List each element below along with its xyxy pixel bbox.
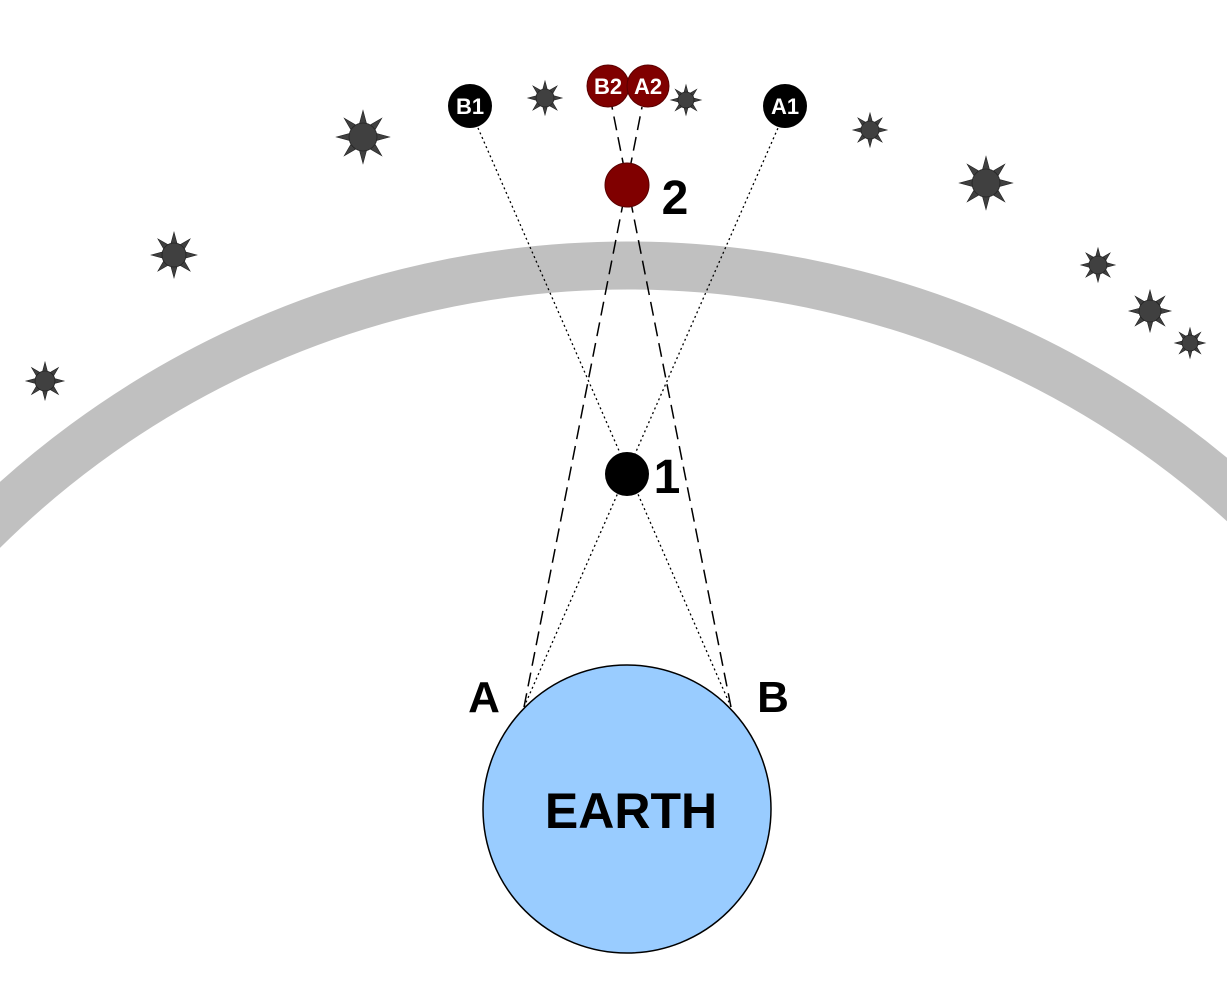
- earth-circle: [482, 664, 772, 954]
- far-object: [604, 162, 650, 208]
- observer-b-label: B: [757, 673, 789, 722]
- earth-label: EARTH: [545, 783, 717, 839]
- star-icon: [335, 109, 391, 165]
- projection-a2: A2: [626, 64, 670, 108]
- background-stars: [24, 79, 1207, 402]
- projection-b1-label: B1: [456, 94, 484, 119]
- star-icon: [526, 79, 564, 117]
- near-object: [605, 452, 649, 496]
- star-icon: [1173, 326, 1207, 360]
- projection-a1: A1: [763, 84, 807, 128]
- star-icon: [851, 111, 889, 149]
- star-icon: [669, 83, 703, 117]
- star-icon: [24, 360, 66, 402]
- far-object-label: 2: [662, 172, 689, 225]
- projection-b2: B2: [586, 64, 630, 108]
- projection-a2-label: A2: [634, 74, 662, 99]
- star-icon: [150, 231, 198, 279]
- sightline-a-to-a1: [523, 127, 779, 708]
- projection-b1: B1: [448, 84, 492, 128]
- projection-b2-label: B2: [594, 74, 622, 99]
- sightline-b-to-b2: [611, 106, 732, 708]
- projection-a1-label: A1: [771, 94, 799, 119]
- celestial-sphere-band: [0, 241, 1227, 549]
- observer-a-label: A: [468, 673, 500, 722]
- star-icon: [958, 155, 1014, 211]
- sightline-b-to-b1: [477, 127, 732, 708]
- star-icon: [1127, 288, 1173, 334]
- near-object-label: 1: [654, 451, 681, 504]
- star-icon: [1079, 246, 1117, 284]
